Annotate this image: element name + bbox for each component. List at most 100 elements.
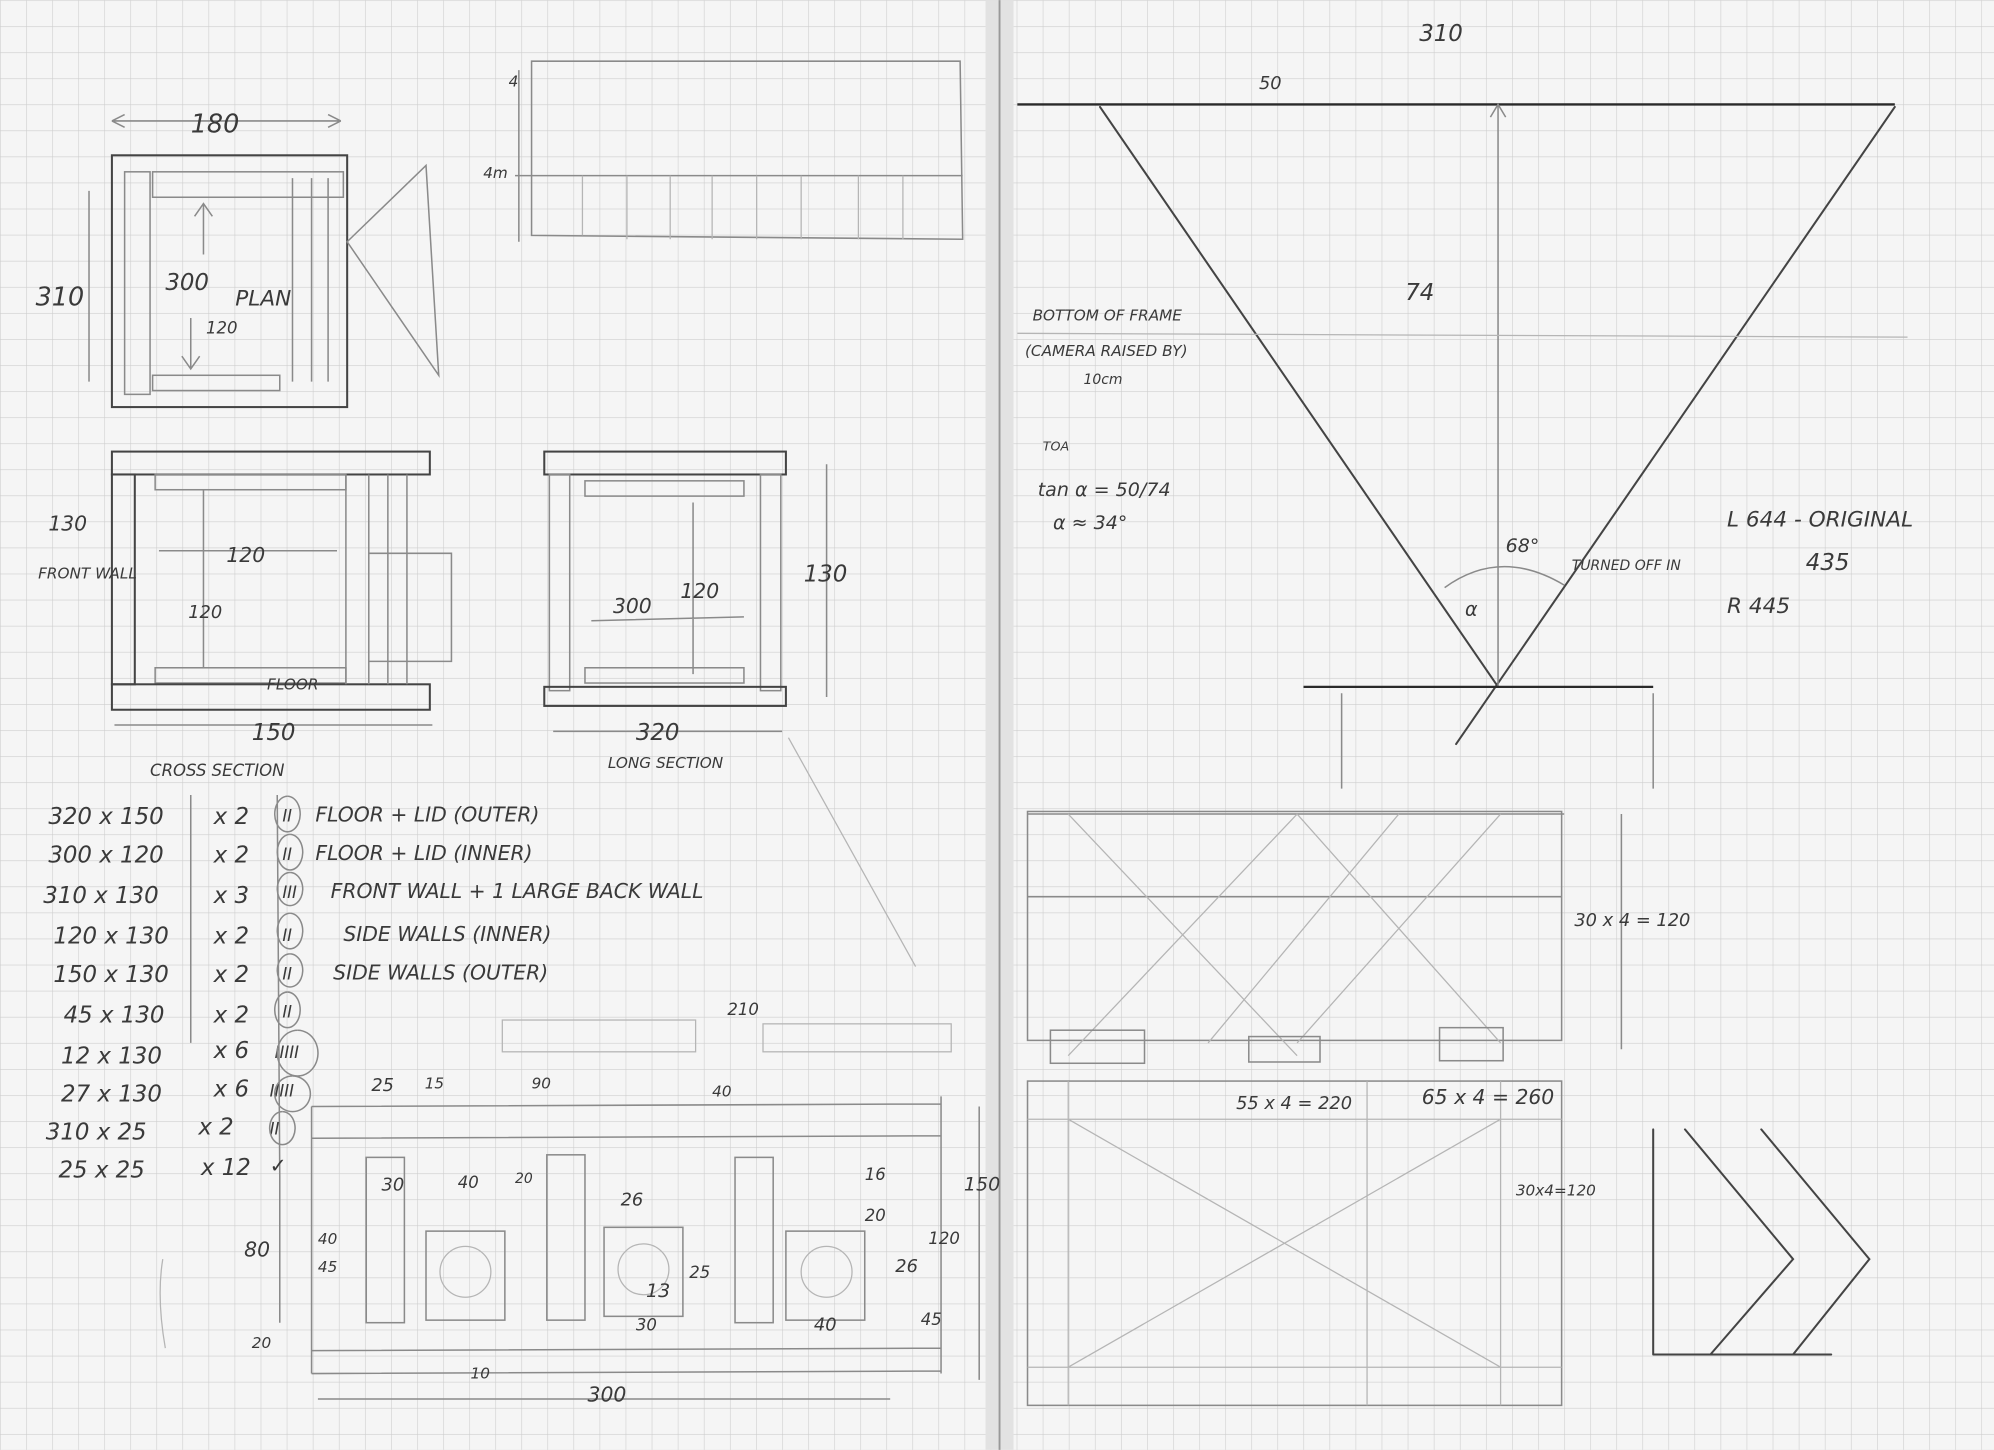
detail-dim: 40 [318,1230,337,1248]
grid-dim-vertical: 30 x 4 = 120 [1574,910,1690,931]
detail-dim: 20 [252,1334,271,1352]
long-section-inner-height: 120 [680,579,719,603]
cut-list-row: 12 x 130 x 6 IIIII [61,1038,299,1069]
cut-list: 320 x 150 x 2 II FLOOR + LID (OUTER) 300… [43,794,703,1184]
lens-grid-drawing [1026,810,1871,1407]
cross-section-title: CROSS SECTION [150,761,284,780]
detail-dim: 15 [425,1075,444,1093]
cut-list-row: 45 x 130 x 2 II [64,1002,293,1028]
alpha-equation: α ≈ 34° [1053,512,1127,534]
row-qty: x 2 [213,1003,249,1029]
cut-list-row: 320 x 150 x 2 II FLOOR + LID (OUTER) [48,803,539,831]
row-size: 320 x 150 [48,804,163,830]
camera-angle-diagram [1017,102,1908,789]
grid-dim-vertical-2: 30x4=120 [1516,1182,1596,1200]
detail-dim: 40 [814,1314,837,1335]
row-size: 45 x 130 [64,1003,165,1029]
detail-dim: 120 [928,1229,960,1248]
cross-section-inner-width: 120 [226,543,265,567]
row-tally: IIIII [270,1081,294,1100]
detail-dim: 45 [318,1258,337,1276]
alpha-label: α [1465,599,1478,621]
grid-dim-b: 65 x 4 = 260 [1422,1085,1555,1109]
detail-dim: 16 [865,1165,886,1184]
camera-raise: 10cm [1083,372,1122,388]
detail-dim: 300 [588,1383,627,1407]
plan-inner-dim: 300 [165,270,209,296]
row-tally: II [282,926,292,945]
detail-dim: 25 [689,1263,710,1282]
angle-label: 68° [1506,535,1540,557]
row-qty: x 3 [213,883,249,909]
row-qty: x 6 [213,1076,249,1102]
long-section-width: 320 [636,720,680,746]
row-desc: SIDE WALLS (INNER) [343,922,551,946]
plan-inner-width: 120 [206,318,238,337]
row-tally: III [282,883,297,902]
camera-note: (CAMERA RAISED BY) [1025,342,1188,360]
half-width-dim: 50 [1259,73,1282,94]
reading-left: L 644 - ORIGINAL [1727,508,1913,533]
reading-right: R 445 [1727,594,1790,619]
turned-off-note: TURNED OFF IN [1572,558,1682,574]
cross-section-width: 150 [252,720,296,746]
distance-dim: 74 [1405,280,1434,306]
row-tally: II [282,845,292,864]
detail-dim: 20 [515,1171,533,1187]
row-desc: FRONT WALL + 1 LARGE BACK WALL [331,879,704,903]
row-qty: x 2 [213,924,249,950]
cut-list-row: 120 x 130 x 2 II SIDE WALLS (INNER) [53,922,551,950]
row-size: 120 x 130 [53,924,168,950]
row-qty: x 2 [197,1114,233,1140]
plan-width-dim: 180 [191,108,240,138]
cut-list-row: 310 x 25 x 2 II [46,1114,280,1145]
long-section-title: LONG SECTION [608,754,723,772]
cross-section-floor-label: FLOOR [267,675,318,693]
detail-dim: 150 [964,1173,1000,1195]
elevation-dim-top: 4 [509,73,519,91]
row-qty: x 6 [213,1038,249,1064]
cut-list-row: 150 x 130 x 2 II SIDE WALLS (OUTER) [53,960,548,988]
plan-height-dim: 310 [36,281,85,311]
row-desc: FLOOR + LID (INNER) [315,841,532,865]
row-tally: II [282,807,292,826]
row-qty: x 2 [213,804,249,830]
row-tally: II [282,1002,292,1021]
row-tally: ✓ [270,1154,287,1178]
detail-dim: 30 [636,1315,657,1334]
cross-section-drawing [110,450,453,726]
plan-label: PLAN [235,286,291,311]
cross-section-side-label: FRONT WALL [38,565,137,583]
row-size: 310 x 25 [46,1120,147,1146]
detail-dim: 26 [895,1256,918,1277]
row-qty: x 2 [213,962,249,988]
detail-dim: 40 [458,1173,479,1192]
row-size: 25 x 25 [58,1158,144,1184]
cut-list-row: 300 x 120 x 2 II FLOOR + LID (INNER) [48,841,532,869]
row-qty: x 12 [200,1155,251,1181]
row-desc: SIDE WALLS (OUTER) [333,960,548,984]
row-qty: x 2 [213,842,249,868]
top-width-dim: 310 [1419,21,1463,47]
cross-section-inner-height: 120 [188,602,222,623]
long-section-drawing [543,450,828,733]
row-size: 27 x 130 [61,1081,162,1107]
detail-dim: 210 [727,1000,759,1019]
frame-note: BOTTOM OF FRAME [1033,307,1183,325]
row-size: 310 x 130 [43,883,158,909]
row-tally: II [270,1119,280,1138]
detail-dim: 25 [371,1075,394,1096]
cut-list-row: 310 x 130 x 3 III FRONT WALL + 1 LARGE B… [43,879,703,909]
detail-dim: 10 [471,1365,490,1383]
detail-dim: 80 [244,1238,270,1262]
detail-dim: 40 [712,1082,731,1100]
row-size: 300 x 120 [48,842,163,868]
cut-list-row: 27 x 130 x 6 IIIII [61,1076,294,1107]
long-section-height: 130 [804,561,848,587]
row-size: 12 x 130 [61,1043,162,1069]
detail-dim: 90 [532,1075,551,1093]
elevation-dim-side: 4m [483,164,508,182]
front-detail-drawing [159,737,980,1400]
row-desc: FLOOR + LID (OUTER) [315,803,539,827]
